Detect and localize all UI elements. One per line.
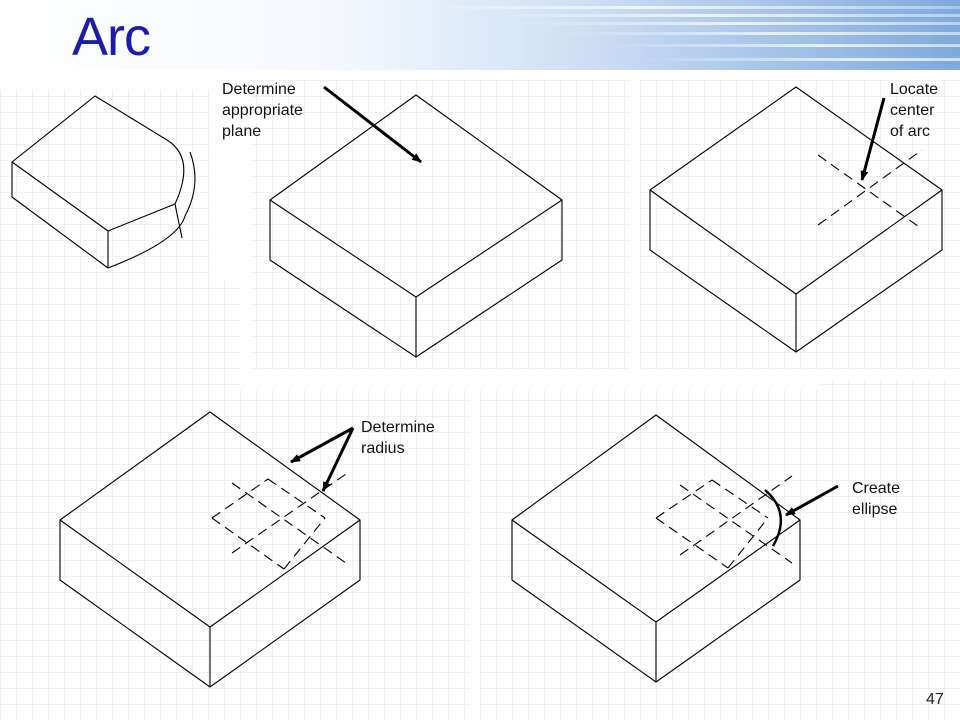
ellipse-construction-lines: [655, 475, 793, 569]
block-locate-center: [649, 86, 943, 353]
block-create-ellipse: [511, 414, 801, 683]
callout-determine-radius: Determine radius: [361, 419, 435, 457]
arrow-create-ellipse: [785, 484, 839, 517]
arrow-determine-plane: [323, 85, 422, 164]
center-lines: [817, 149, 923, 230]
leader-arrows: [290, 85, 886, 517]
header-band: [0, 0, 960, 70]
block-determine-plane: [269, 94, 563, 358]
slide-title: Arc: [72, 7, 151, 67]
page-number: 47: [926, 691, 944, 708]
block-determine-radius: [59, 411, 361, 688]
callout-create-ellipse: Create ellipse: [852, 480, 901, 518]
arrow-locate-center: [860, 97, 886, 181]
arrow-radius-upper: [290, 426, 354, 464]
callout-locate-center: Locate center of arc: [890, 81, 939, 140]
arrow-radius-lower: [321, 427, 355, 492]
callout-determine-plane: Determine appropriate plane: [222, 81, 303, 140]
ellipse-arc: [764, 489, 783, 547]
finished-block-with-arc: [11, 95, 196, 269]
